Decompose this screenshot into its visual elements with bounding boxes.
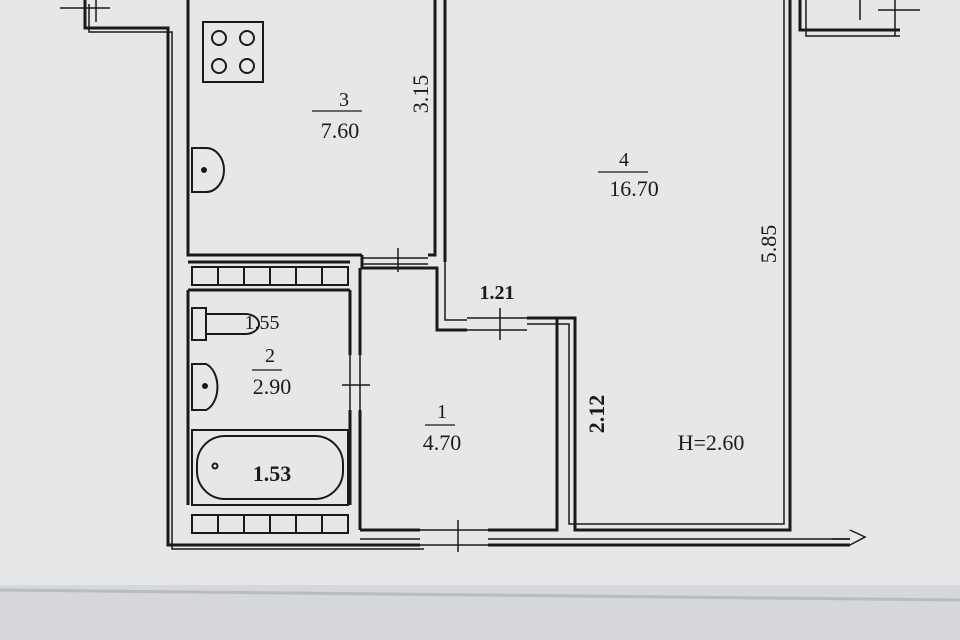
bath-door-opening [342,355,370,410]
corridor-notch-inner [444,262,467,321]
room-3-area: 7.60 [321,118,360,143]
corridor-right-wall [488,316,559,532]
room4-wall [527,0,792,532]
outer-wall-top-right-inner [805,0,900,37]
room-4-area: 16.70 [609,176,659,201]
room-2-area: 2.90 [253,374,292,399]
page-edge [0,588,960,602]
ceiling-height-label: H=2.60 [678,430,745,455]
dimension-room-wall: 5.85 [756,225,781,264]
room-2-number: 2 [265,345,275,367]
dimension-kitchen-wall: 3.15 [408,75,433,114]
page-bottom-shadow [0,585,960,640]
outer-wall-top-right [798,0,900,32]
room-1-number: 1 [437,401,447,423]
corridor-notch [430,266,467,332]
window-mark-left [60,0,110,22]
room-1-area: 4.70 [423,430,462,455]
kitchen-right-wall [428,0,437,257]
kitchen-sink-icon [191,147,225,193]
room-4-number: 4 [619,149,629,171]
room4-door-opening [467,308,527,340]
dimension-door-width: 1.21 [480,282,515,304]
outer-wall-left-inner [88,4,424,550]
room-3-number: 3 [339,89,349,111]
window-mark-right [859,0,920,36]
outer-wall-left [83,0,420,547]
entrance-door-opening [420,520,488,552]
edge-arrow-right [832,529,867,546]
room4-wall-inner [527,0,785,525]
stove-icon [202,21,264,83]
washbasin-icon [191,363,219,411]
dimension-toilet-area: 1.55 [245,312,280,334]
bathtub-icon [191,429,349,506]
dimension-corridor-wall: 2.12 [584,395,609,434]
kitchen-wall [186,0,362,257]
dimension-bath-area: 1.53 [253,461,292,486]
kitchen-door-opening [362,248,428,272]
corridor-top-wall [360,255,430,270]
toilet-icon [191,307,260,341]
